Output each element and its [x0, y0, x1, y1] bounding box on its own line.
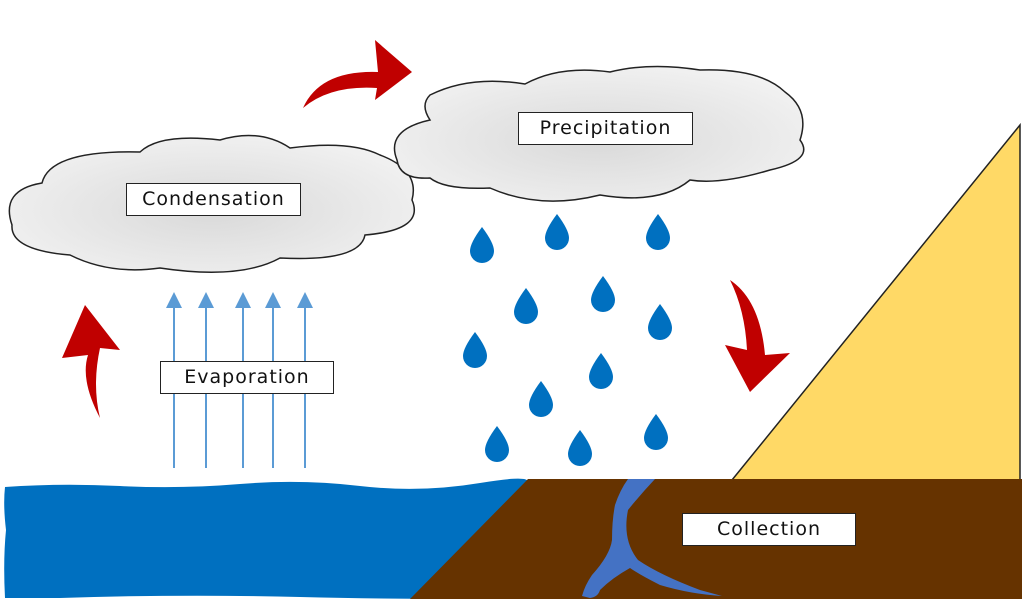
label-evaporation: Evaporation	[160, 361, 334, 394]
river	[582, 479, 722, 598]
rain-drop	[485, 426, 509, 462]
ocean-water	[4, 478, 528, 599]
rain-drops	[463, 214, 672, 466]
rain-drop	[646, 214, 670, 250]
arrow-precipitation-to-collection	[725, 280, 790, 392]
rain-drop	[568, 430, 592, 466]
arrow-evaporation-to-condensation	[62, 305, 120, 418]
rain-drop	[589, 353, 613, 389]
rain-drop	[529, 381, 553, 417]
rain-drop	[463, 332, 487, 368]
rain-drop	[648, 304, 672, 340]
label-condensation: Condensation	[126, 183, 301, 216]
label-precipitation: Precipitation	[518, 112, 693, 145]
label-collection: Collection	[682, 513, 856, 546]
rain-drop	[545, 214, 569, 250]
rain-drop	[644, 414, 668, 450]
mountain	[730, 122, 1021, 481]
arrow-condensation-to-precipitation	[303, 40, 412, 108]
rain-drop	[514, 288, 538, 324]
rain-drop	[591, 276, 615, 312]
rain-drop	[470, 227, 494, 263]
